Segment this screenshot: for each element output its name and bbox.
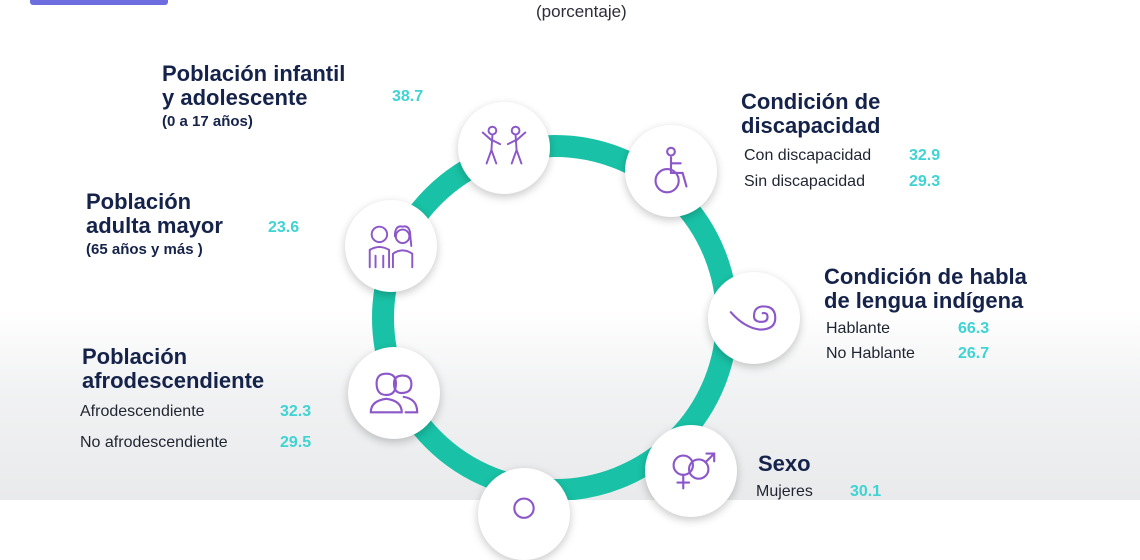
sexo-row-1-label: Mujeres — [756, 483, 813, 500]
infantil-note: (0 a 17 años) — [162, 113, 253, 130]
speech-scroll-icon — [729, 305, 777, 331]
infantil-title-line1: Población infantil — [162, 61, 346, 86]
elderly-couple-icon — [368, 225, 414, 269]
afro-row-1-value: 32.3 — [280, 403, 312, 420]
adulta-title: Población adulta mayor — [86, 190, 223, 238]
discapacidad-row-2-label: Sin discapacidad — [744, 173, 865, 190]
bubble-bottom — [478, 468, 570, 560]
bubble-infantil — [458, 102, 550, 194]
discapacidad-title: Condición de discapacidad — [741, 90, 880, 138]
discapacidad-title-line2: discapacidad — [741, 113, 881, 138]
discapacidad-row-1-value: 32.9 — [909, 147, 941, 164]
wheelchair-icon — [654, 146, 688, 194]
discapacidad-row-1-label: Con discapacidad — [744, 147, 872, 164]
adulta-value: 23.6 — [268, 219, 300, 236]
lengua-row-2-value: 26.7 — [958, 345, 990, 362]
children-icon — [481, 125, 527, 165]
adulta-title-line2: adulta mayor — [86, 213, 223, 238]
infantil-title-line2: y adolescente — [162, 85, 308, 110]
bubble-adulta — [345, 200, 437, 292]
bubble-afro — [348, 347, 440, 439]
lengua-row-2-label: No Hablante — [826, 345, 915, 362]
adulta-note: (65 años y más ) — [86, 241, 203, 258]
afro-title-line2: afrodescendiente — [82, 368, 265, 393]
sexo-title-line1: Sexo — [758, 451, 811, 476]
infantil-title: Población infantil y adolescente — [162, 62, 345, 110]
subtitle: (porcentaje) — [536, 2, 627, 21]
lengua-row-1-value: 66.3 — [958, 320, 990, 337]
bubble-discapacidad — [625, 125, 717, 217]
top-accent-bar — [30, 0, 168, 5]
circle-icon — [513, 497, 535, 519]
afro-title-line1: Población — [82, 344, 188, 369]
lengua-title: Condición de habla de lengua indígena — [824, 265, 1027, 313]
afro-row-2-value: 29.5 — [280, 434, 312, 451]
infantil-value: 38.7 — [392, 88, 424, 105]
sexo-row-1-value: 30.1 — [850, 483, 882, 500]
afro-row-1-label: Afrodescendiente — [80, 403, 205, 420]
bubble-lengua — [708, 272, 800, 364]
sexo-title: Sexo — [758, 452, 811, 476]
adulta-title-line1: Población — [86, 189, 192, 214]
discapacidad-title-line1: Condición de — [741, 89, 881, 114]
discapacidad-row-2-value: 29.3 — [909, 173, 941, 190]
gender-symbols-icon — [672, 452, 716, 490]
lengua-title-line2: de lengua indígena — [824, 288, 1024, 313]
lengua-title-line1: Condición de habla — [824, 264, 1027, 289]
bubble-sexo — [645, 425, 737, 517]
afro-row-2-label: No afrodescendiente — [80, 434, 228, 451]
people-icon — [369, 372, 419, 414]
afro-title: Población afrodescendiente — [82, 345, 264, 393]
lengua-row-1-label: Hablante — [826, 320, 891, 337]
